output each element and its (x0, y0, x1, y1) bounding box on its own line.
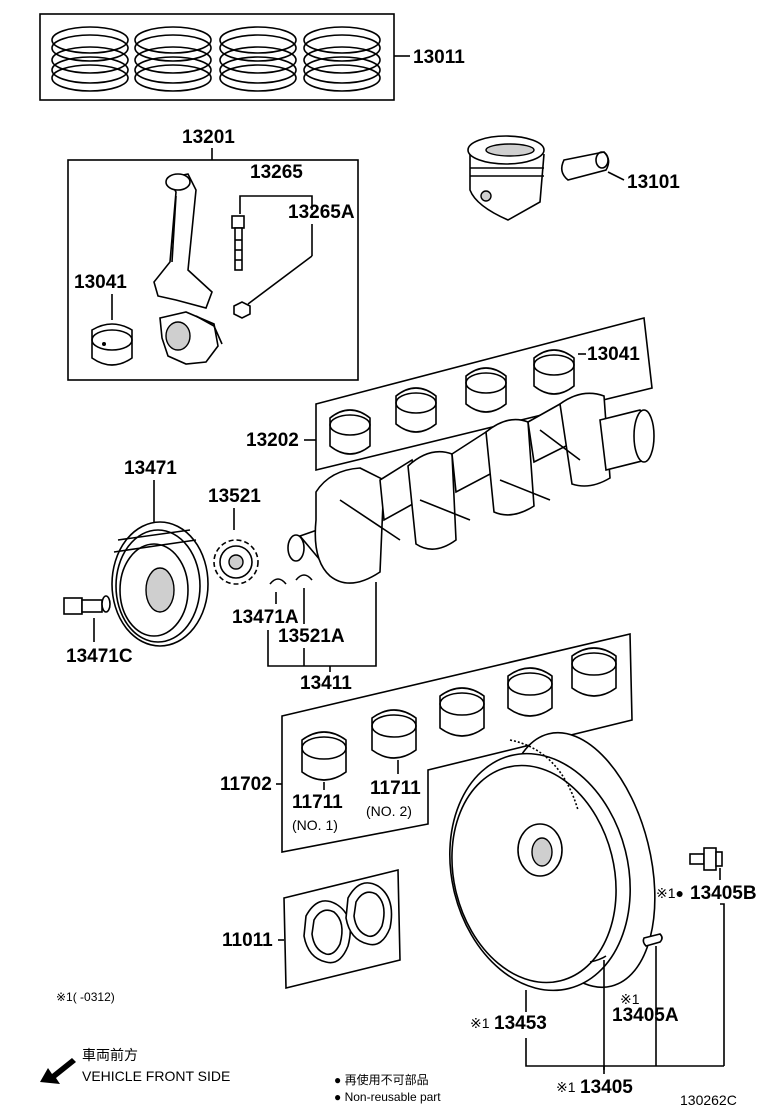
label-11711-no2[interactable]: 11711 (370, 778, 421, 799)
label-13471[interactable]: 13471 (124, 458, 177, 479)
upper-bearing-panel (315, 316, 653, 472)
main-bearing-lower-no1[interactable] (301, 731, 347, 781)
label-13041-main[interactable]: 13041 (587, 344, 640, 365)
ring-stack-2 (134, 26, 212, 92)
thrust-washer-panel (283, 868, 401, 990)
lower-bearing-panel (281, 632, 633, 853)
diagram-code: 130262C (680, 1092, 737, 1108)
main-bearing-lower-3[interactable] (439, 687, 485, 737)
label-13202[interactable]: 13202 (246, 430, 299, 451)
front-label-en: VEHICLE FRONT SIDE (82, 1068, 230, 1084)
nonreuse-label-en: ● Non-reusable part (334, 1090, 441, 1104)
pulley-key[interactable] (269, 578, 287, 585)
label-13453[interactable]: 13453 (494, 1013, 547, 1034)
piston-ring-set[interactable] (39, 13, 395, 101)
main-bearing-upper-2[interactable] (395, 387, 437, 433)
rod-bearing[interactable] (91, 323, 133, 366)
ring-stack-1 (51, 26, 129, 92)
pulley-bolt[interactable] (63, 595, 111, 615)
label-13265A[interactable]: 13265A (288, 202, 355, 223)
label-13411[interactable]: 13411 (300, 673, 352, 694)
label-11711-no1[interactable]: 11711 (292, 792, 343, 813)
label-11702[interactable]: 11702 (220, 774, 272, 795)
connecting-rod[interactable] (153, 173, 223, 365)
label-13471C[interactable]: 13471C (66, 646, 133, 667)
label-13521A[interactable]: 13521A (278, 626, 345, 647)
label-13011[interactable]: 13011 (413, 47, 465, 68)
flywheel[interactable] (426, 717, 680, 1010)
label-13405-ref: ※1 (556, 1079, 576, 1095)
main-bearing-upper-3[interactable] (465, 367, 507, 413)
rod-nut[interactable] (233, 301, 251, 319)
label-13201[interactable]: 13201 (182, 127, 235, 148)
main-bearing-lower-4[interactable] (507, 667, 553, 717)
label-13405[interactable]: 13405 (580, 1077, 633, 1098)
rod-bolt[interactable] (231, 215, 245, 271)
label-13405A-ref: ※1 (620, 991, 640, 1007)
thrust-washer-1[interactable] (303, 900, 352, 964)
thrust-washer-2[interactable] (345, 882, 393, 946)
label-13405B-ref: ※1● (656, 885, 684, 901)
crankshaft[interactable] (287, 392, 655, 584)
ring-stack-3 (219, 26, 297, 92)
main-bearing-upper-1[interactable] (329, 409, 371, 455)
flywheel-bolt[interactable] (689, 847, 723, 871)
front-label-jp: 車両前方 (82, 1047, 138, 1063)
main-bearing-upper-4[interactable] (533, 349, 575, 395)
front-arrow-icon (40, 1058, 76, 1084)
dowel-pin[interactable] (642, 933, 663, 947)
connecting-rod-box (67, 159, 359, 381)
label-no2: (NO. 2) (366, 803, 412, 819)
crankshaft-timing-gear[interactable] (213, 539, 259, 585)
main-bearing-lower-5[interactable] (571, 647, 617, 697)
label-13041-rod[interactable]: 13041 (74, 272, 127, 293)
label-13101[interactable]: 13101 (627, 172, 680, 193)
label-13453-ref: ※1 (470, 1015, 490, 1031)
label-11011[interactable]: 11011 (222, 930, 273, 951)
label-13405B[interactable]: 13405B (690, 883, 757, 904)
label-13471A[interactable]: 13471A (232, 607, 299, 628)
piston-pin[interactable] (560, 151, 610, 181)
label-13265[interactable]: 13265 (250, 162, 303, 183)
nonreuse-label-jp: ● 再使用不可部品 (334, 1072, 429, 1087)
applicability-note: ※1( -0312) (56, 990, 115, 1004)
label-13405A[interactable]: 13405A (612, 1005, 679, 1026)
ring-stack-4 (303, 26, 381, 92)
gear-key[interactable] (295, 574, 313, 581)
piston[interactable] (467, 135, 545, 221)
crankshaft-pulley[interactable] (111, 521, 209, 647)
main-bearing-lower-no2[interactable] (371, 709, 417, 759)
label-13521[interactable]: 13521 (208, 486, 261, 507)
label-no1: (NO. 1) (292, 817, 338, 833)
